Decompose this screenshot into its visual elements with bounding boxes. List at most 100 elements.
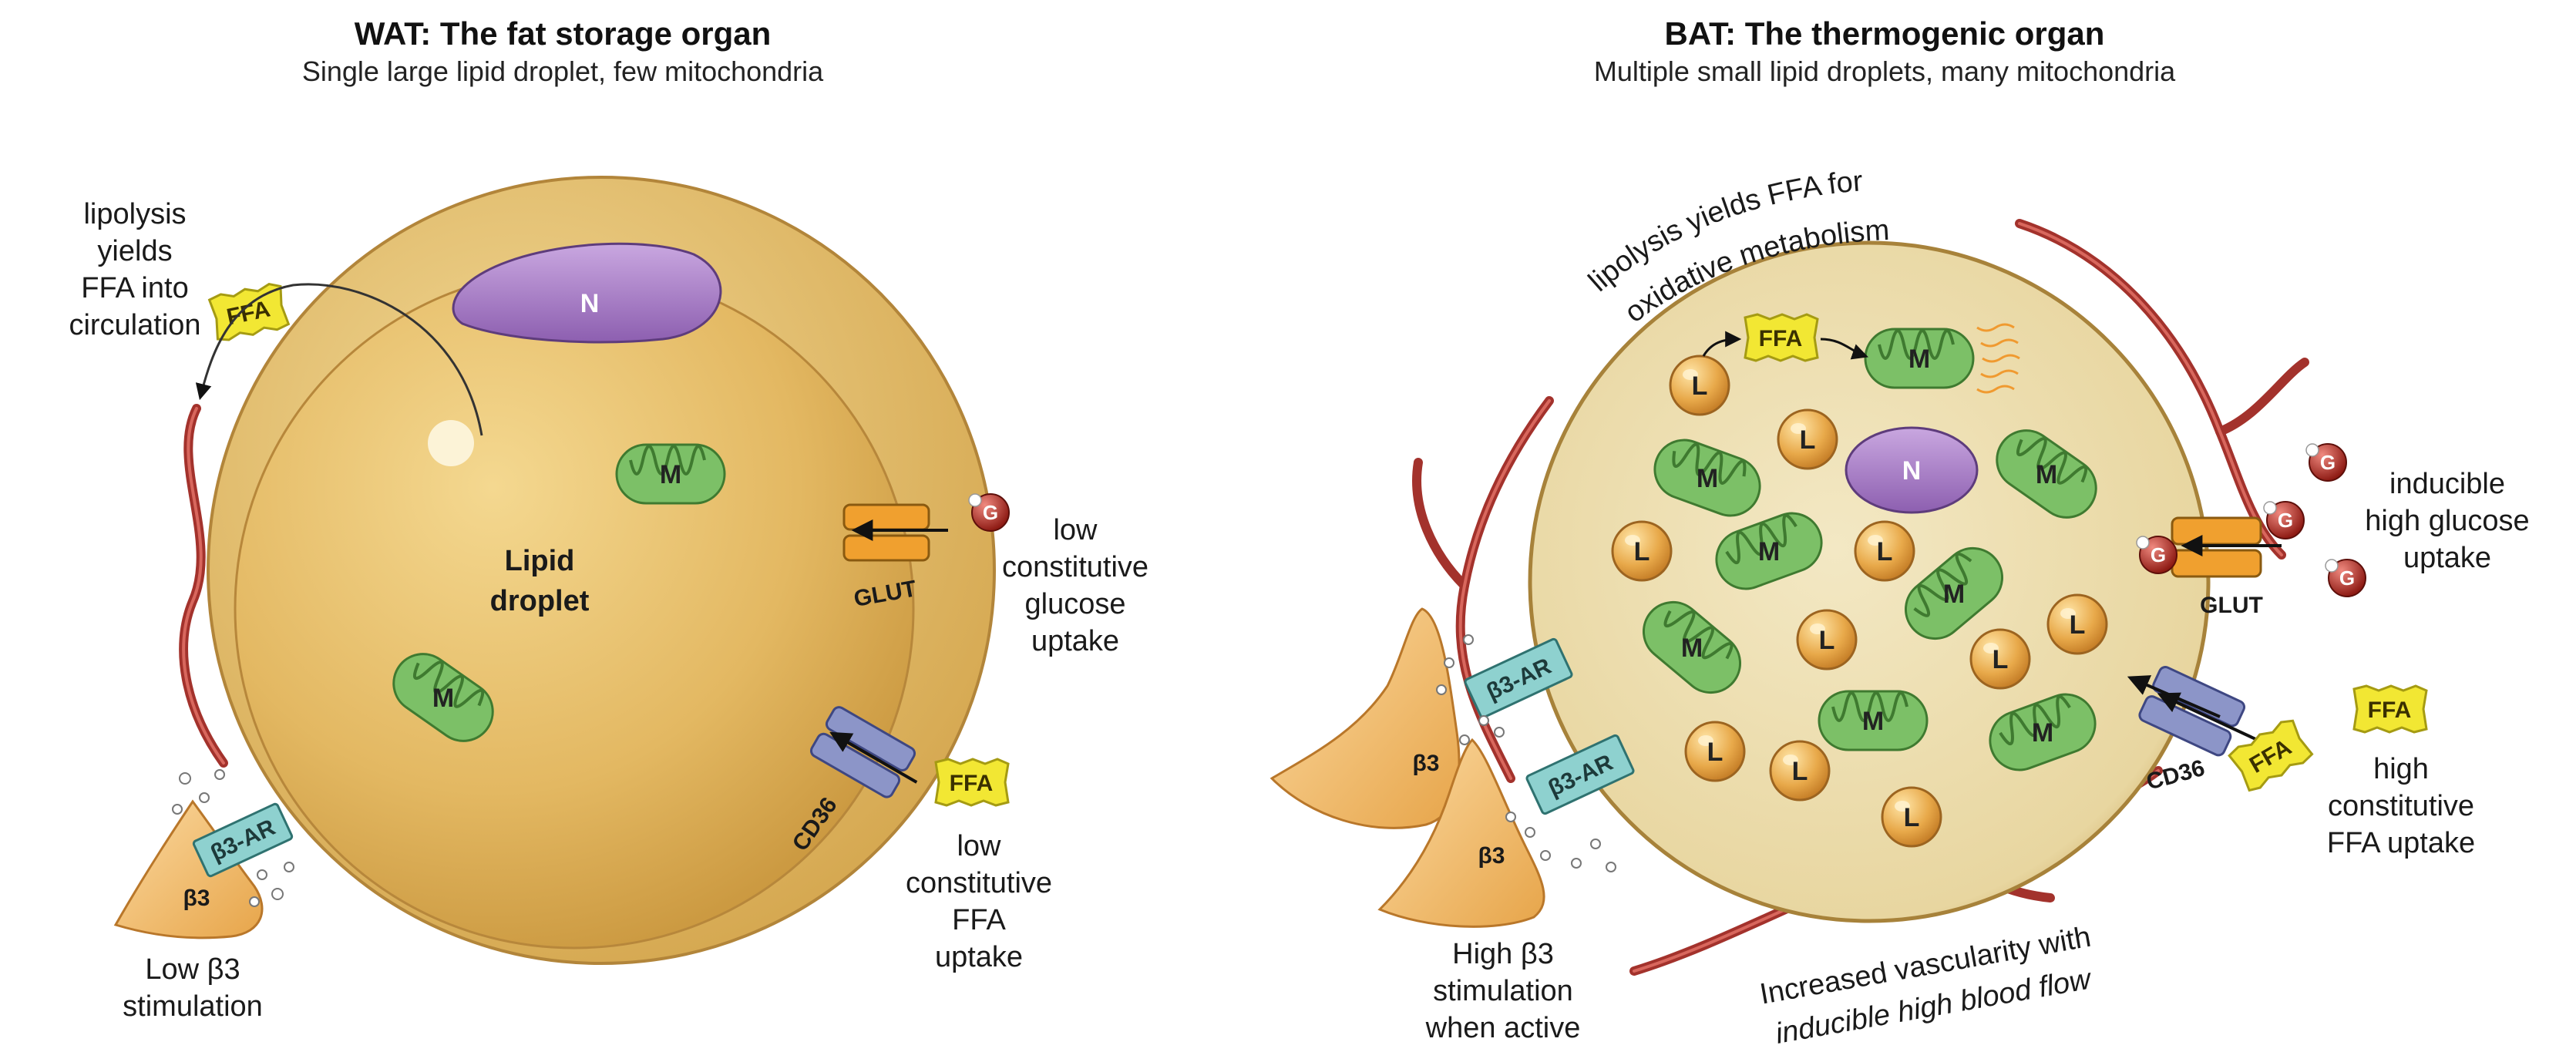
svg-text:β3: β3 <box>1413 751 1440 776</box>
bat-lipid-droplet: L <box>1796 609 1858 671</box>
bat-stimulation-text: stimulation <box>1433 975 1573 1007</box>
wat-ffa-uptake-tag: FFA <box>934 758 1010 807</box>
svg-text:M: M <box>1697 464 1718 493</box>
svg-text:L: L <box>1634 537 1650 566</box>
wat-ffa-uptake-text: low <box>957 830 1001 862</box>
svg-text:N: N <box>580 289 600 318</box>
svg-text:FFA: FFA <box>2368 697 2412 723</box>
bat-mitochondrion: M <box>1980 684 2105 780</box>
wat-stimulation-text: Low β3 <box>145 953 240 986</box>
bat-norepinephrine-vesicles <box>1436 634 1616 872</box>
bat-stimulation-text: High β3 <box>1452 938 1554 970</box>
bat-lipid-droplet: L <box>1669 355 1730 416</box>
svg-text:L: L <box>1819 626 1835 655</box>
svg-text:M: M <box>660 460 681 489</box>
bat-glucose-molecule: G <box>2136 536 2177 574</box>
wat-glucose-uptake-text: uptake <box>1031 625 1119 657</box>
svg-text:GLUT: GLUT <box>2200 593 2263 618</box>
svg-text:M: M <box>1681 634 1703 663</box>
bat-glucose-uptake-text: uptake <box>2403 542 2491 574</box>
svg-text:L: L <box>1877 537 1893 566</box>
bat-lipid-droplet: L <box>1969 628 2031 690</box>
svg-text:β3: β3 <box>183 886 210 911</box>
wat-lipolysis-text: lipolysis <box>83 198 186 230</box>
svg-text:G: G <box>2339 566 2355 590</box>
bat-lipid-droplet: L <box>1777 408 1838 470</box>
wat-norepinephrine-vesicles <box>172 769 294 907</box>
svg-text:N: N <box>1902 456 1922 486</box>
bat-glucose-molecule: G <box>2263 501 2305 539</box>
bat-glucose-uptake-text: inducible <box>2389 468 2505 500</box>
svg-text:L: L <box>1800 425 1816 455</box>
svg-text:G: G <box>2278 509 2293 532</box>
bat-glut-transporter: GLUT <box>2171 516 2282 618</box>
wat-ffa-uptake-text: FFA <box>952 904 1006 936</box>
bat-glucose-molecule: G <box>2325 559 2366 597</box>
svg-text:L: L <box>1692 371 1708 401</box>
svg-text:L: L <box>1792 757 1808 786</box>
svg-text:L: L <box>1904 803 1920 832</box>
svg-text:FFA: FFA <box>1759 326 1803 351</box>
bat-stimulation-text: when active <box>1425 1012 1581 1044</box>
bat-mitochondrion: M <box>1892 534 2016 653</box>
bat-beta3-receptor: β3-AR <box>1464 637 1573 719</box>
bat-ffa-uptake-text: FFA uptake <box>2327 827 2475 859</box>
wat-nucleus: N <box>452 242 722 344</box>
svg-text:M: M <box>1758 537 1780 566</box>
wat-glucose-molecule: G <box>968 493 1010 532</box>
bat-ffa-uptake-text: constitutive <box>2328 790 2474 822</box>
wat-glucose-uptake-text: glucose <box>1025 588 1126 620</box>
wat-mitochondrion: M <box>380 640 506 755</box>
svg-text:G: G <box>983 501 998 524</box>
wat-panel: N M M Lipid droplet lipolysis yields FFA… <box>69 176 1148 1023</box>
bat-ffa-uptake-tag: FFA <box>2226 715 2315 795</box>
bat-sympathetic-neuron: β3 <box>1270 607 1461 829</box>
bat-mitochondrion: M <box>1864 328 1975 389</box>
svg-text:M: M <box>432 684 454 713</box>
wat-ffa-release-tag: FFA <box>207 281 291 344</box>
bat-subtitle: Multiple small lipid droplets, many mito… <box>1594 55 2176 87</box>
bat-mitochondrion: M <box>1645 430 1770 526</box>
wat-subtitle: Single large lipid droplet, few mitochon… <box>302 55 824 87</box>
bat-sympathetic-neuron: β3 <box>1377 738 1545 928</box>
wat-glucose-uptake-text: low <box>1053 514 1098 546</box>
bat-glucose-molecule: G <box>2305 443 2347 482</box>
wat-glucose-uptake-text: constitutive <box>1002 551 1148 583</box>
bat-lipid-droplet: L <box>1854 520 1915 582</box>
bat-lipid-droplet: L <box>1769 740 1831 802</box>
bat-lipid-droplet: L <box>1684 721 1746 782</box>
bat-mitochondrion: M <box>1983 417 2110 531</box>
wat-cd36-transporter <box>809 706 918 798</box>
bat-ffa-tag: FFA <box>1744 313 1819 362</box>
svg-text:M: M <box>1943 580 1965 609</box>
wat-ffa-uptake-text: uptake <box>935 941 1023 973</box>
svg-text:L: L <box>1707 738 1723 767</box>
bat-ffa-arrow-mito <box>1820 338 1868 360</box>
wat-beta3-receptor: β3-AR <box>192 802 294 878</box>
wat-mitochondrion: M <box>615 443 726 505</box>
lipid-droplet-label: droplet <box>490 585 590 617</box>
svg-text:M: M <box>2036 460 2057 489</box>
lipid-droplet-label: Lipid <box>505 545 575 577</box>
wat-stimulation-text: stimulation <box>123 990 263 1023</box>
wat-lipolysis-arrow <box>195 283 483 436</box>
svg-text:L: L <box>2070 610 2086 640</box>
bat-mitochondrion: M <box>1629 588 1754 707</box>
bat-panel: lipolysis yields FFA for oxidative metab… <box>1270 165 2530 1050</box>
bat-mitochondrion: M <box>1818 690 1929 751</box>
bat-glucose-uptake-text: high glucose <box>2365 505 2529 537</box>
wat-lipolysis-text: yields <box>97 235 172 267</box>
svg-text:G: G <box>2320 451 2336 474</box>
svg-text:M: M <box>2032 718 2053 748</box>
svg-text:L: L <box>1993 645 2009 674</box>
bat-heat-waves <box>1976 323 2020 394</box>
bat-mitochondrion: M <box>1707 503 1831 599</box>
bat-ffa-uptake-text: high <box>2373 753 2429 785</box>
bat-title: BAT: The thermogenic organ <box>1665 15 2105 52</box>
wat-ffa-uptake-text: constitutive <box>906 867 1052 899</box>
wat-sympathetic-neuron: β3 <box>113 799 264 939</box>
svg-text:FFA: FFA <box>950 771 994 796</box>
bat-ffa-arrow-in <box>1702 331 1742 357</box>
